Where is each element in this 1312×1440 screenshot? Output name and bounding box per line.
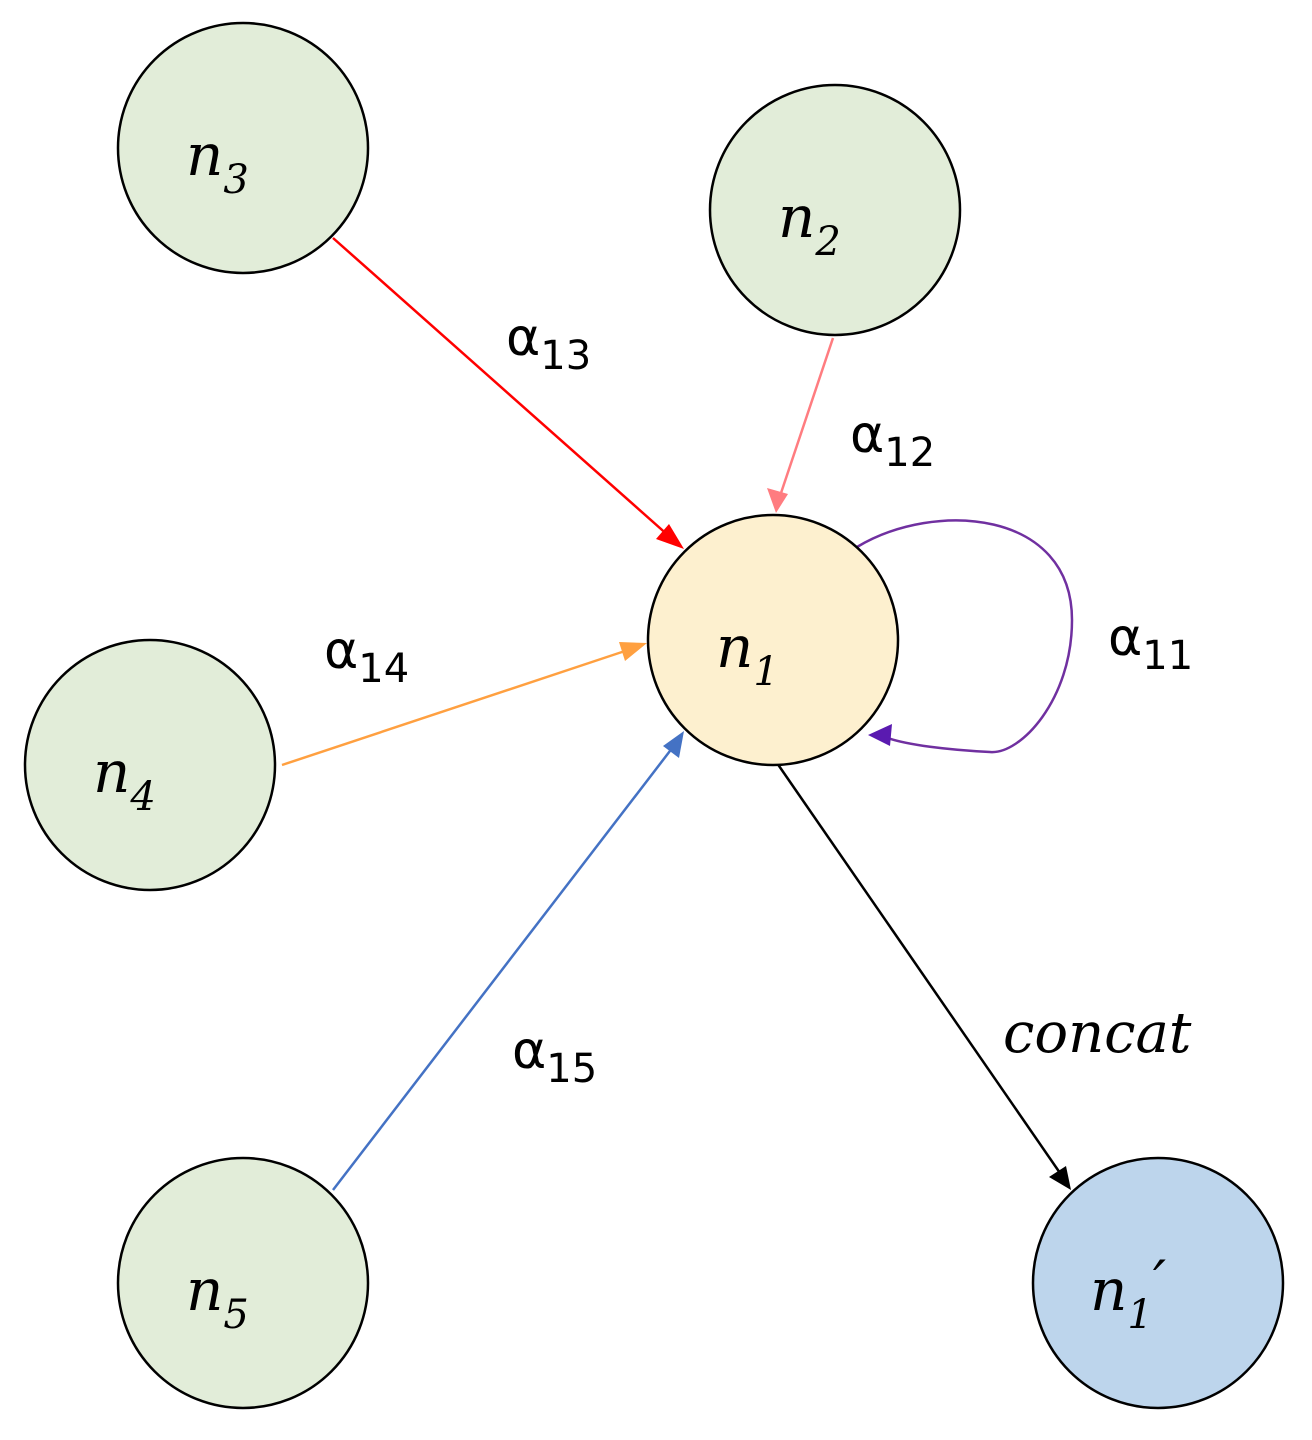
node-n5-label: n5 — [186, 1256, 249, 1338]
edge-n5-n1-arrowhead — [663, 731, 684, 758]
edge-n4-n1 — [281, 648, 629, 767]
label-alpha11: α11 — [1108, 608, 1193, 679]
label-alpha13: α13 — [506, 308, 591, 379]
edge-n3-n1-arrowhead — [656, 524, 684, 549]
node-n1: n1 — [646, 513, 900, 767]
label-alpha15: α15 — [512, 1021, 597, 1092]
edge-n1-self-loop — [856, 519, 1074, 754]
edge-n1-concat-arrowhead — [1049, 1166, 1071, 1190]
edge-n1-self-loop-arrowhead — [868, 724, 892, 746]
node-n2: n2 — [708, 83, 962, 337]
node-n1-prime-label: n1′ — [1090, 1248, 1166, 1338]
edge-n2-n1-arrowhead — [767, 488, 788, 513]
edge-n1-concat — [775, 762, 1062, 1174]
label-alpha14: α14 — [324, 621, 409, 692]
node-n5-circle — [116, 1156, 370, 1410]
node-n3-label: n3 — [186, 121, 249, 203]
node-n4-label: n4 — [93, 738, 156, 820]
node-n2-circle — [708, 83, 962, 337]
edges — [281, 237, 1074, 1191]
edge-n4-n1-arrowhead — [619, 642, 647, 661]
edge-labels: α13 α12 α11 α14 α15 concat — [324, 308, 1193, 1092]
node-n5: n5 — [116, 1156, 370, 1410]
node-n4-circle — [23, 638, 277, 892]
node-n2-label: n2 — [778, 183, 841, 265]
node-n1-prime-circle — [1031, 1156, 1285, 1410]
node-n3: n3 — [116, 21, 370, 275]
node-n1-label: n1 — [716, 613, 779, 695]
label-alpha12: α12 — [850, 405, 935, 476]
label-concat: concat — [1003, 1001, 1192, 1066]
edge-n3-n1 — [332, 237, 671, 538]
node-n3-circle — [116, 21, 370, 275]
node-n1-circle — [646, 513, 900, 767]
node-n4: n4 — [23, 638, 277, 892]
edge-n2-n1 — [778, 337, 835, 497]
node-n1-prime: n1′ — [1031, 1156, 1285, 1410]
edge-n5-n1 — [332, 746, 674, 1191]
